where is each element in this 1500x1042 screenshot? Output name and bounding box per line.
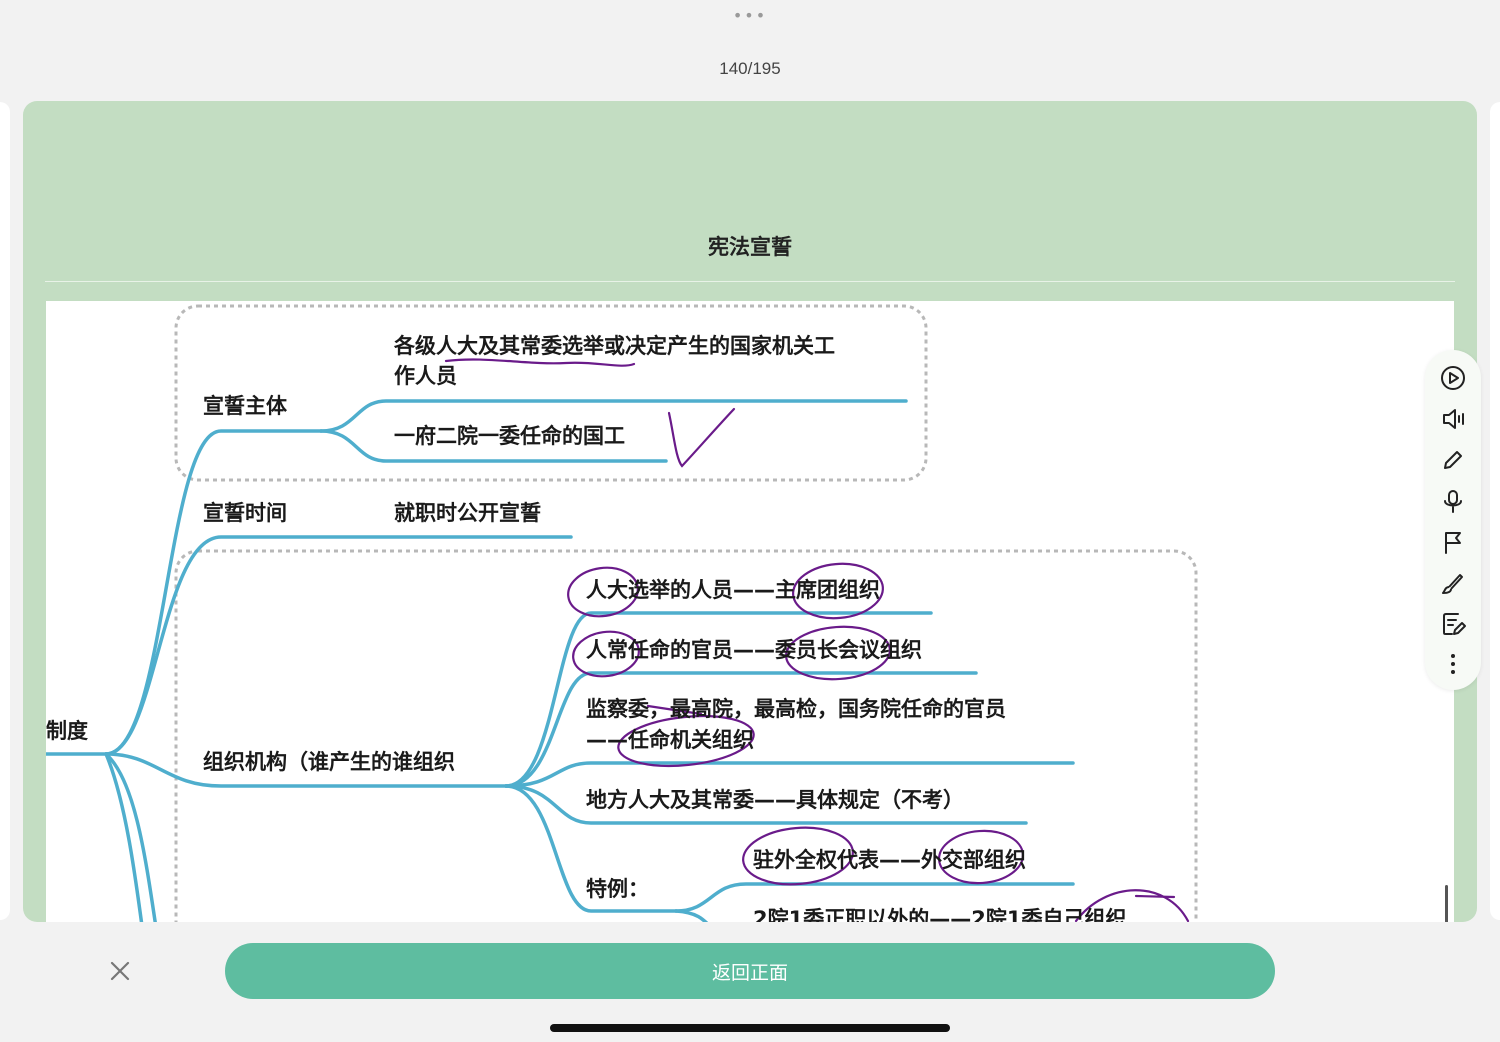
back-to-front-button[interactable]: 返回正面: [225, 943, 1275, 999]
note-edit-icon[interactable]: [1437, 608, 1469, 640]
home-indicator[interactable]: [550, 1024, 950, 1032]
org-item4-line: [504, 784, 1028, 825]
org-item-3-line1: 监察委，最高院，最高检，国务院任命的官员: [586, 697, 1006, 721]
more-vertical-icon[interactable]: [1437, 648, 1469, 680]
org-item1-line: [504, 611, 933, 788]
pencil-icon[interactable]: [1437, 444, 1469, 476]
close-button[interactable]: [104, 955, 136, 987]
brush-icon[interactable]: [1437, 567, 1469, 599]
special-item-1: 驻外全权代表——外交部组织: [753, 848, 1026, 872]
side-toolbar: [1425, 350, 1481, 690]
org-item-1: 人大选举的人员——主席团组织: [586, 578, 880, 602]
branch-org-line: [104, 752, 508, 788]
subject-item2-line: [319, 429, 668, 463]
branch-time-line: [104, 535, 573, 756]
flag-icon[interactable]: [1437, 526, 1469, 558]
subject-group-box: [174, 304, 928, 482]
special-label: 特例：: [586, 877, 649, 901]
mindmap-root: 制度: [46, 719, 88, 743]
org-item3-line: [504, 761, 1075, 788]
subject-item1-line: [319, 399, 908, 433]
branch-lower-1: [104, 752, 157, 922]
handwritten-annotations: [444, 358, 1190, 922]
page-counter: 140/195: [719, 59, 781, 78]
close-icon: [110, 961, 130, 981]
org-item-3-line2: ——任命机关组织: [586, 728, 754, 752]
org-item-2: 人常任命的官员——委员长会议组织: [586, 638, 922, 662]
branch-subject: 宣誓主体: [203, 394, 287, 418]
flashcard-back: 宪法宣誓: [23, 101, 1477, 922]
next-card-edge[interactable]: [1490, 102, 1500, 920]
title-divider: [45, 281, 1455, 282]
branch-time: 宣誓时间: [203, 501, 287, 525]
mindmap-image: 制度 宣誓主体 各级人大及其常委选举或决定产生的国家机关工 作人员 一府二院一委…: [46, 301, 1454, 922]
subject-item-1-line1: 各级人大及其常委选举或决定产生的国家机关工: [394, 334, 835, 358]
special-item2-line: [674, 909, 709, 922]
special-line: [504, 784, 678, 913]
mindmap-lines: [46, 304, 1198, 922]
org-item2-line: [504, 671, 978, 788]
org-group-box: [174, 549, 1198, 922]
play-icon[interactable]: [1437, 362, 1469, 394]
subject-item-2: 一府二院一委任命的国工: [394, 424, 625, 448]
speaker-icon[interactable]: [1437, 403, 1469, 435]
branch-org: 组织机构（谁产生的谁组织: [203, 750, 455, 774]
more-handle[interactable]: •••: [732, 6, 768, 25]
card-title: 宪法宣誓: [708, 235, 792, 259]
branch-lower-2: [104, 752, 144, 922]
org-item-4: 地方人大及其常委——具体规定（不考）: [586, 788, 964, 812]
scrollbar[interactable]: [1445, 885, 1448, 923]
microphone-icon[interactable]: [1437, 485, 1469, 517]
time-item: 就职时公开宣誓: [394, 501, 541, 525]
previous-card-edge[interactable]: [0, 102, 10, 920]
special-item-2: 2院1委正职以外的——2院1委自己组织: [753, 907, 1127, 922]
special-item1-line: [674, 882, 1075, 913]
subject-item-1-line2: 作人员: [394, 364, 457, 388]
